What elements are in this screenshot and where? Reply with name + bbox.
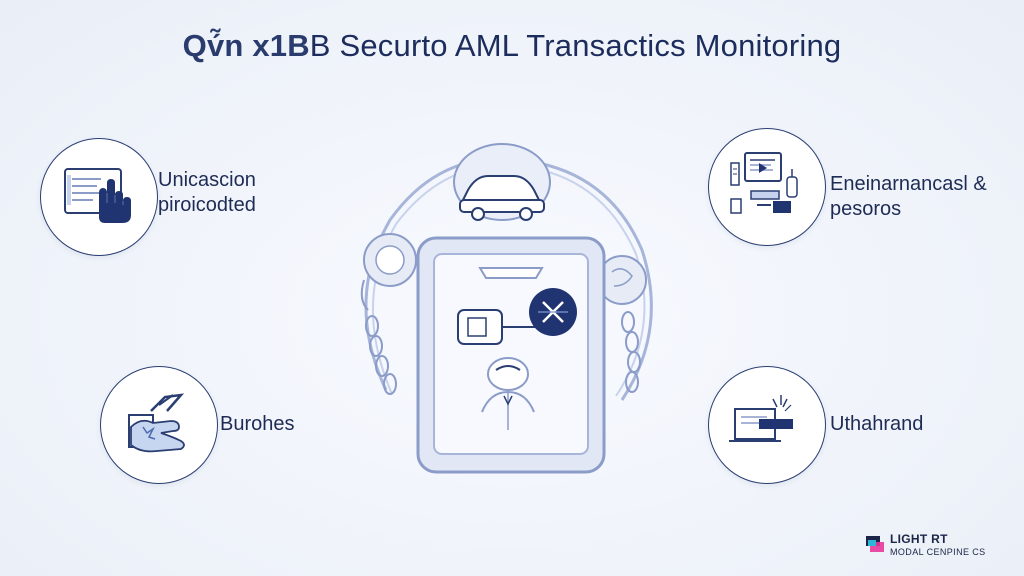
feature-badge-bottom-left xyxy=(100,366,218,484)
brand-tagline: MODAL CENPINE CS xyxy=(890,547,986,557)
feature-label-line1: Burohes xyxy=(220,413,295,435)
feature-label-bottom-left: Burohes xyxy=(220,412,295,437)
page-title: Qv́̃n x1BB Securto AML Transactics Monit… xyxy=(0,28,1024,64)
desk-monitor-icon xyxy=(730,152,798,214)
hand-check-icon xyxy=(128,393,185,453)
feature-label-top-right: Eneinarnancasl & pesoros xyxy=(830,172,987,222)
brand-name: LIGHT RT xyxy=(890,532,948,546)
title-main: B Securto AML Transactics Monitoring xyxy=(309,28,842,63)
feature-label-line1: Uthahrand xyxy=(830,413,924,435)
feature-label-line1: Unicascion xyxy=(158,169,256,191)
feature-label-line1: Eneinarnancasl & xyxy=(830,173,987,195)
feature-label-line2: piroicodted xyxy=(158,194,256,216)
document-hand-icon xyxy=(64,168,131,223)
brand-mark-icon xyxy=(866,536,884,552)
feature-label-line2: pesoros xyxy=(830,198,902,220)
feature-label-bottom-right: Uthahrand xyxy=(830,412,923,437)
laptop-card-icon xyxy=(729,395,793,442)
feature-badge-bottom-right xyxy=(708,366,826,484)
feature-label-top-left: Unicascion piroicodted xyxy=(158,168,256,218)
feature-badge-top-right xyxy=(708,128,826,246)
feature-badge-top-left xyxy=(40,138,158,256)
brand-logo: LIGHT RT MODAL CENPINE CS xyxy=(864,528,1014,562)
title-prefix: Qv́̃n x1B xyxy=(182,28,310,63)
phone-security-icon xyxy=(360,143,653,474)
